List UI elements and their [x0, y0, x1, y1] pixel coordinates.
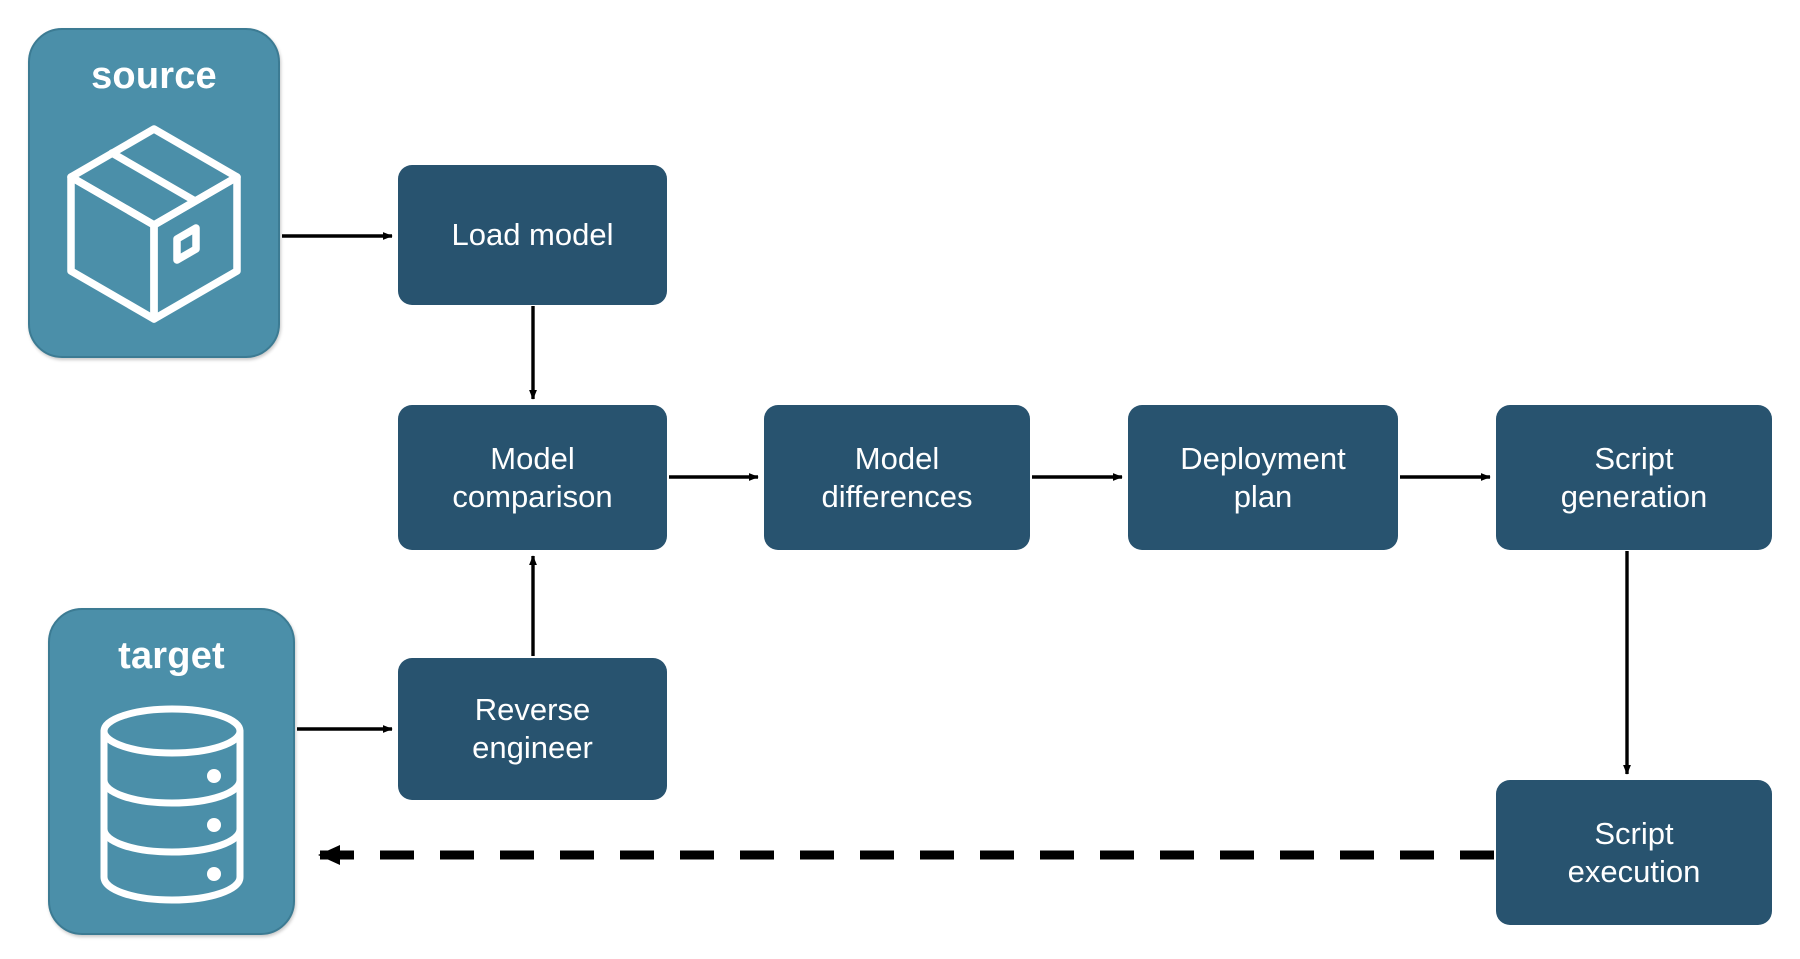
process-script-execution-label: Script execution	[1567, 815, 1701, 889]
process-model-comparison[interactable]: Model comparison	[398, 405, 667, 550]
process-model-differences-label: Model differences	[821, 440, 973, 514]
process-deployment-plan-label: Deployment plan	[1180, 440, 1346, 514]
process-reverse-engineer[interactable]: Reverse engineer	[398, 658, 667, 800]
process-script-execution[interactable]: Script execution	[1496, 780, 1772, 925]
process-script-generation[interactable]: Script generation	[1496, 405, 1772, 550]
endpoint-source[interactable]: source	[28, 28, 280, 358]
process-load-model-label: Load model	[451, 217, 614, 253]
process-model-differences[interactable]: Model differences	[764, 405, 1030, 550]
process-deployment-plan[interactable]: Deployment plan	[1128, 405, 1398, 550]
process-load-model[interactable]: Load model	[398, 165, 667, 305]
process-script-generation-label: Script generation	[1560, 440, 1708, 514]
database-cylinder-icon	[50, 675, 293, 933]
process-reverse-engineer-label: Reverse engineer	[472, 692, 593, 765]
process-model-comparison-label: Model comparison	[452, 440, 613, 514]
package-box-icon	[30, 95, 278, 356]
endpoint-target-label: target	[118, 635, 225, 677]
endpoint-source-label: source	[91, 55, 217, 97]
endpoint-target[interactable]: target	[48, 608, 295, 935]
